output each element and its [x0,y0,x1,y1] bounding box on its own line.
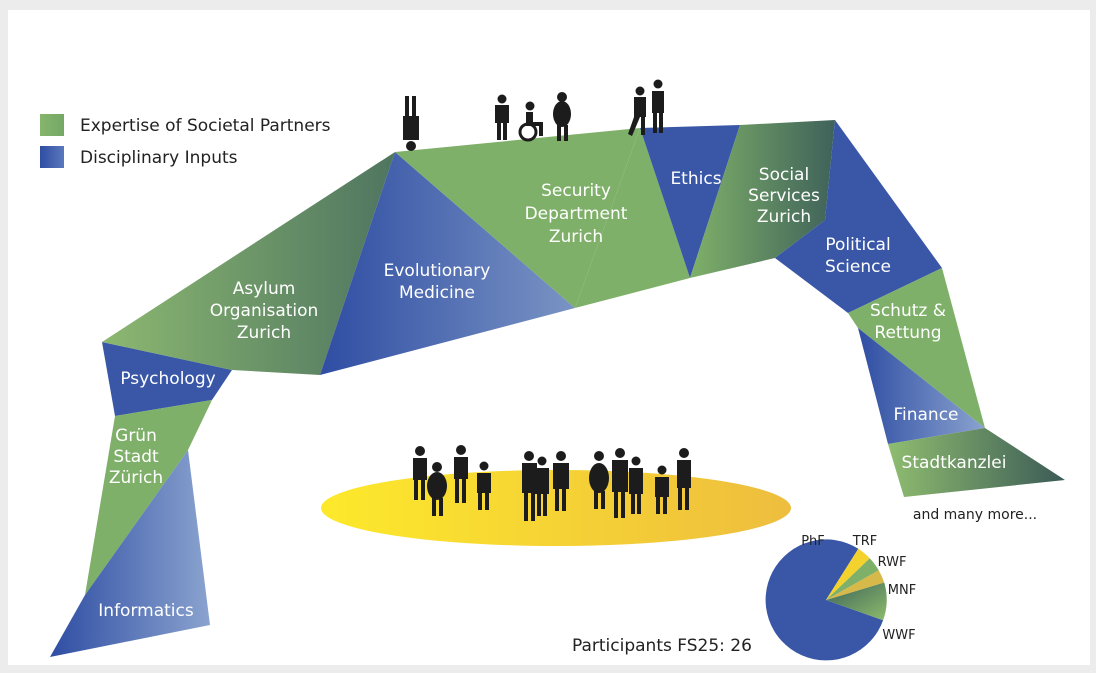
pie-label-trf: TRF [852,534,877,549]
person-icon [427,462,447,516]
label-stadtkanzlei: Stadtkanzlei [902,453,1007,473]
legend-label-disciplinary: Disciplinary Inputs [80,148,238,168]
faculty-pie: PhF TRF RWF MNF WWF [765,534,916,661]
person-icon [628,86,646,136]
label-gruen-1: Grün [115,426,157,446]
label-gruen-2: Stadt [113,447,159,467]
pie-slice-mnf [826,570,885,600]
label-many-more: and many more... [913,507,1037,523]
person-icon [652,79,664,133]
label-asylum-2: Organisation [210,301,319,321]
segment-evolutionary [320,152,575,375]
label-psychology: Psychology [120,369,215,389]
segment-gruen [85,400,212,595]
label-finance: Finance [893,405,958,425]
person-icon [553,92,571,141]
pie-label-mnf: MNF [888,583,916,598]
label-social-2: Services [748,186,820,206]
label-political-2: Science [825,257,891,277]
person-icon [403,96,419,151]
legend-label-societal: Expertise of Societal Partners [80,116,331,136]
pie-slice-wwf [826,582,887,621]
pie-slice-phf [765,539,884,661]
label-gruen-3: Zürich [109,468,163,488]
person-icon [677,448,691,510]
person-icon [535,456,549,516]
person-icon [454,445,468,503]
legend: Expertise of Societal Partners Disciplin… [40,114,331,168]
bridge-structure [50,120,1065,657]
label-schutz-1: Schutz & [870,301,946,321]
label-schutz-2: Rettung [874,323,941,343]
participants-caption: Participants FS25: 26 [572,636,752,656]
person-icon [495,94,509,140]
pie-label-rwf: RWF [878,555,907,570]
label-evolutionary-1: Evolutionary [384,261,491,281]
legend-swatch-disciplinary [40,146,64,168]
segment-ethics [640,125,740,278]
pie-slice-rwf [826,558,879,600]
person-icon [612,448,628,518]
pie-slice-trf [826,548,870,600]
person-icon [589,451,609,509]
person-icon [413,446,427,500]
segment-social [690,120,835,278]
label-asylum-3: Zurich [237,323,291,343]
segment-security-bottom [575,128,690,308]
segment-security-top [395,128,640,308]
label-evolutionary-2: Medicine [399,283,475,303]
pie-label-phf: PhF [801,534,825,549]
wheelchair-icon [518,101,543,142]
segment-informatics [50,450,210,657]
segment-stadtkanzlei [888,428,1065,497]
segment-asylum [102,152,395,375]
segment-schutz [848,268,985,428]
segment-finance [858,328,985,444]
person-icon [553,451,569,511]
pie-label-wwf: WWF [882,628,915,643]
label-ethics: Ethics [670,169,721,189]
segment-psychology [102,342,232,416]
label-asylum-1: Asylum [233,279,296,299]
person-icon [629,456,643,514]
person-icon [522,451,537,521]
label-political-1: Political [825,235,890,255]
person-icon [477,461,491,510]
label-social-3: Zurich [757,207,811,227]
label-security-2: Department [525,204,628,224]
label-security-1: Security [541,181,611,201]
segment-political [775,120,942,313]
segment-labels: Asylum Organisation Zurich Evolutionary … [98,165,1037,621]
label-informatics: Informatics [98,601,194,621]
people-on-bridge [403,79,664,151]
label-security-3: Zurich [549,227,603,247]
legend-swatch-societal [40,114,64,136]
label-social-1: Social [759,165,809,185]
crowd [413,445,691,521]
person-icon [655,465,669,514]
